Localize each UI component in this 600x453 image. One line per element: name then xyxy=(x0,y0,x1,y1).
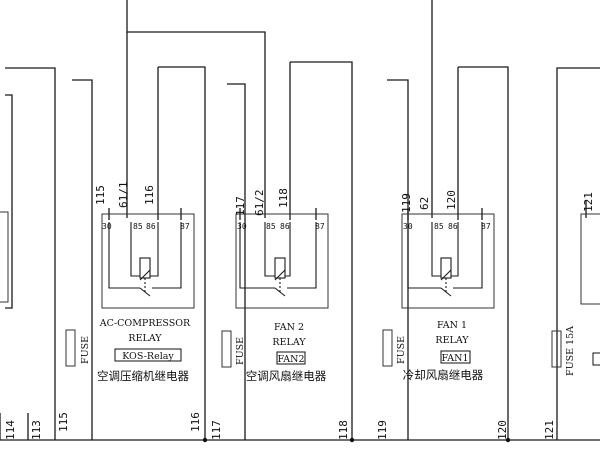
wire-label-116: 116 xyxy=(143,185,156,205)
fuse-label: FUSE xyxy=(235,337,246,365)
relay-box-fan2 xyxy=(235,213,329,309)
fuse-symbol xyxy=(65,329,76,367)
relay-name-line1: FAN 1 xyxy=(437,320,467,331)
fuse-wire-121 xyxy=(556,67,600,440)
relay-code: KOS-Relay xyxy=(122,351,174,362)
bottom-label-116: 116 xyxy=(189,412,202,432)
relay-box-ac-compressor xyxy=(101,213,195,309)
relay-block-fan1: 119 62 120 30 85 86 87 FAN 1 RELAY FAN1 … xyxy=(376,0,509,440)
relay-name-line2: RELAY xyxy=(128,333,162,344)
wire-label-61-2: 61/2 xyxy=(253,190,266,217)
terminal-85: 85 xyxy=(133,222,143,231)
fuse-label-15a: FUSE 15A xyxy=(565,326,576,376)
fuse-symbol xyxy=(221,330,232,368)
fuse-label: FUSE xyxy=(396,336,407,364)
wire-label-119: 119 xyxy=(400,193,413,213)
bottom-label-115: 115 xyxy=(57,412,70,432)
relay-code-box xyxy=(114,348,182,362)
bottom-bus: 114 113 xyxy=(0,413,600,443)
fuse-wire-119 xyxy=(387,79,409,440)
wire-label-115: 115 xyxy=(94,185,107,205)
terminal-86: 86 xyxy=(448,222,458,231)
relay-chinese-name: 空调压缩机继电器 xyxy=(97,369,189,383)
wire-118 xyxy=(290,61,353,440)
terminal-86: 86 xyxy=(146,222,156,231)
bottom-label-119: 119 xyxy=(376,420,389,440)
wire-120 xyxy=(458,66,509,440)
left-partial-relay-box xyxy=(0,211,9,303)
junction-dot xyxy=(202,437,208,443)
terminal-86: 86 xyxy=(280,222,290,231)
fuse-symbol xyxy=(382,329,393,367)
relay-name-line2: RELAY xyxy=(435,335,469,346)
relay-code-box xyxy=(440,350,471,364)
top-right-label-121: 121 xyxy=(582,192,595,212)
right-partial-block: FUSE 15A 121 121 xyxy=(543,67,600,440)
terminal-30: 30 xyxy=(102,222,112,231)
wire-label-117: 117 xyxy=(234,196,247,216)
terminal-87: 87 xyxy=(180,222,190,231)
bottom-label-114: 114 xyxy=(4,420,17,440)
bottom-label-117: 117 xyxy=(210,420,223,440)
relay-code: FAN2 xyxy=(278,354,305,365)
fuse-wire-115 xyxy=(72,79,93,440)
relay-chinese-name: 冷却风扇继电器 xyxy=(403,368,484,382)
right-partial-relay-box xyxy=(580,213,600,305)
relay-block-fan2: 117 61/2 118 30 85 86 87 FAN 2 RELAY FAN… xyxy=(210,61,353,440)
relay-box-fan1 xyxy=(401,213,495,309)
terminal-30: 30 xyxy=(237,222,247,231)
terminal-87: 87 xyxy=(481,222,491,231)
bottom-label-113: 113 xyxy=(30,420,43,440)
wire-116 xyxy=(158,66,206,440)
wire-label-120: 120 xyxy=(445,190,458,210)
fuse-wire-117 xyxy=(227,83,246,440)
relay-chinese-name: 空调风扇继电器 xyxy=(246,369,327,383)
wire-label-62: 62 xyxy=(418,197,431,210)
terminal-30: 30 xyxy=(403,222,413,231)
relay-name-line1: FAN 2 xyxy=(274,322,304,333)
relay-code: FAN1 xyxy=(442,353,469,364)
partial-code-box xyxy=(592,352,600,366)
bottom-label-118: 118 xyxy=(337,420,350,440)
bottom-label-120: 120 xyxy=(496,420,509,440)
fuse-symbol xyxy=(551,330,562,368)
feed-wire-61-2 xyxy=(126,0,266,218)
wire-label-61-1: 61/1 xyxy=(117,182,130,209)
relay-name-line1: AC-COMPRESSOR xyxy=(99,318,191,329)
terminal-85: 85 xyxy=(434,222,444,231)
left-partial-block xyxy=(0,67,56,440)
relay-block-ac-compressor: 115 61/1 116 30 85 86 87 AC-COMPRESSOR R… xyxy=(57,0,266,440)
junction-dot xyxy=(505,437,511,443)
relay-name-line2: RELAY xyxy=(272,337,306,348)
fuse-label: FUSE xyxy=(80,336,91,364)
wire-label-118: 118 xyxy=(277,188,290,208)
junction-dot xyxy=(349,437,355,443)
terminal-85: 85 xyxy=(266,222,276,231)
bottom-label-121: 121 xyxy=(543,420,556,440)
terminal-87: 87 xyxy=(315,222,325,231)
relay-code-box xyxy=(276,351,306,365)
